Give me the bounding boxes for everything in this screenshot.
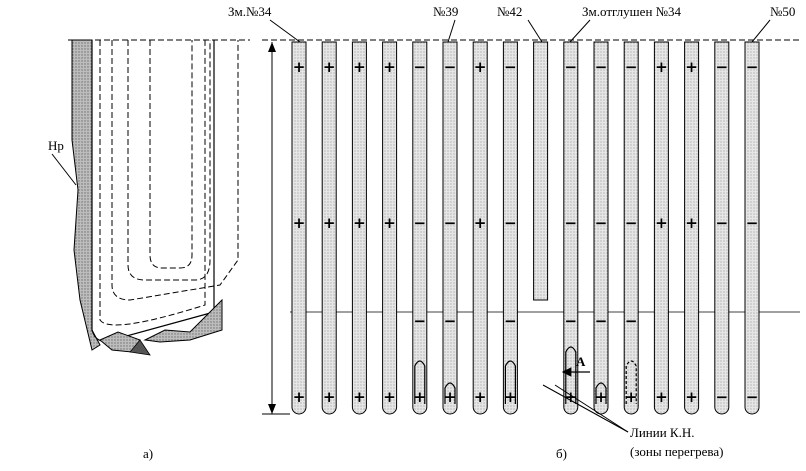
hot-zone-5 [414, 360, 426, 404]
sign-mark: + [655, 388, 668, 406]
sign-mark: + [353, 388, 366, 406]
tube-11: − − − + [593, 41, 609, 415]
sign-mark: − [625, 214, 638, 232]
sign-mark: + [444, 388, 457, 406]
sign-mark: − [565, 58, 578, 76]
sign-mark: − [444, 312, 457, 330]
label-coil-42: №42 [497, 4, 522, 19]
sign-mark: − [595, 58, 608, 76]
sign-mark: + [323, 388, 336, 406]
label-hr: Нр [48, 138, 64, 153]
sign-mark: + [655, 214, 668, 232]
sign-mark: + [474, 58, 487, 76]
sign-mark: − [504, 214, 517, 232]
legend-line1: Линии К.Н. [630, 425, 694, 440]
caption-a: а) [143, 446, 153, 461]
sign-mark: − [716, 58, 729, 76]
sign-mark: + [595, 388, 608, 406]
tube-5: − − − + [412, 41, 428, 415]
tube-13: + + + [653, 41, 669, 415]
sign-mark: − [414, 312, 427, 330]
sign-mark: + [293, 388, 306, 406]
part-b-tubes: ++++++++++++−−−+−−−++++−−−+−−−+−−−+−−−++… [228, 4, 800, 461]
sign-mark: − [504, 312, 517, 330]
tube-3: + + + [351, 41, 367, 415]
caption-b: б) [556, 446, 567, 461]
sign-mark: + [474, 388, 487, 406]
legend-line2: (зоны перегрева) [630, 444, 724, 459]
sign-mark: + [685, 58, 698, 76]
sign-mark: + [414, 388, 427, 406]
sign-mark: + [323, 214, 336, 232]
sign-mark: − [565, 214, 578, 232]
hot-zone-11 [595, 382, 607, 404]
tube-4: + + + [382, 41, 398, 415]
sign-mark: − [746, 58, 759, 76]
label-plugged: Зм.отглушен №34 [582, 4, 682, 19]
sign-mark: + [685, 388, 698, 406]
sign-mark: − [414, 214, 427, 232]
tube-2: + + + [321, 41, 337, 415]
sign-mark: + [293, 214, 306, 232]
tube-14: + + + [684, 41, 700, 415]
part-a-sketch: Нр а) [48, 39, 250, 461]
sign-mark: − [716, 388, 729, 406]
sign-mark: + [655, 58, 668, 76]
arrow-label-a: А [576, 354, 586, 369]
sign-mark: − [716, 214, 729, 232]
sign-mark: − [746, 388, 759, 406]
tube-16: − − − [744, 41, 760, 415]
sign-mark: − [444, 58, 457, 76]
tube-10: − − − + [563, 41, 579, 415]
sign-mark: + [565, 388, 578, 406]
hot-zone-8 [504, 360, 516, 404]
sign-mark: + [383, 388, 396, 406]
tube-7: + + + [472, 41, 488, 415]
sign-mark: + [504, 388, 517, 406]
sign-mark: − [746, 214, 759, 232]
sign-mark: − [595, 214, 608, 232]
sign-mark: + [353, 214, 366, 232]
hot-zone-12 [625, 360, 637, 404]
sign-mark: − [625, 58, 638, 76]
tube-1: + + + [291, 41, 307, 415]
tube-9 [533, 41, 549, 301]
sign-mark: − [504, 58, 517, 76]
sign-mark: + [625, 388, 638, 406]
label-coil-50: №50 [770, 4, 795, 19]
sign-mark: + [685, 214, 698, 232]
sign-mark: − [444, 214, 457, 232]
sign-mark: + [353, 58, 366, 76]
sign-mark: + [323, 58, 336, 76]
tube-6: − − − + [442, 41, 458, 415]
label-coil-39: №39 [433, 4, 458, 19]
sign-mark: − [414, 58, 427, 76]
hot-zone-6 [444, 382, 456, 404]
sign-mark: − [565, 312, 578, 330]
tube-8: − − − + [502, 41, 518, 415]
sign-mark: − [625, 312, 638, 330]
sign-mark: + [474, 214, 487, 232]
tube-15: − − − [714, 41, 730, 415]
sign-mark: − [595, 312, 608, 330]
sign-mark: + [293, 58, 306, 76]
sign-mark: + [383, 214, 396, 232]
hot-zone-10 [565, 346, 577, 404]
label-coil-34: Зм.№34 [228, 4, 272, 19]
tube-group: ++++++++++++−−−+−−−++++−−−+−−−+−−−+−−−++… [291, 41, 760, 415]
tube-12: − − − + [623, 41, 639, 415]
sign-mark: + [383, 58, 396, 76]
